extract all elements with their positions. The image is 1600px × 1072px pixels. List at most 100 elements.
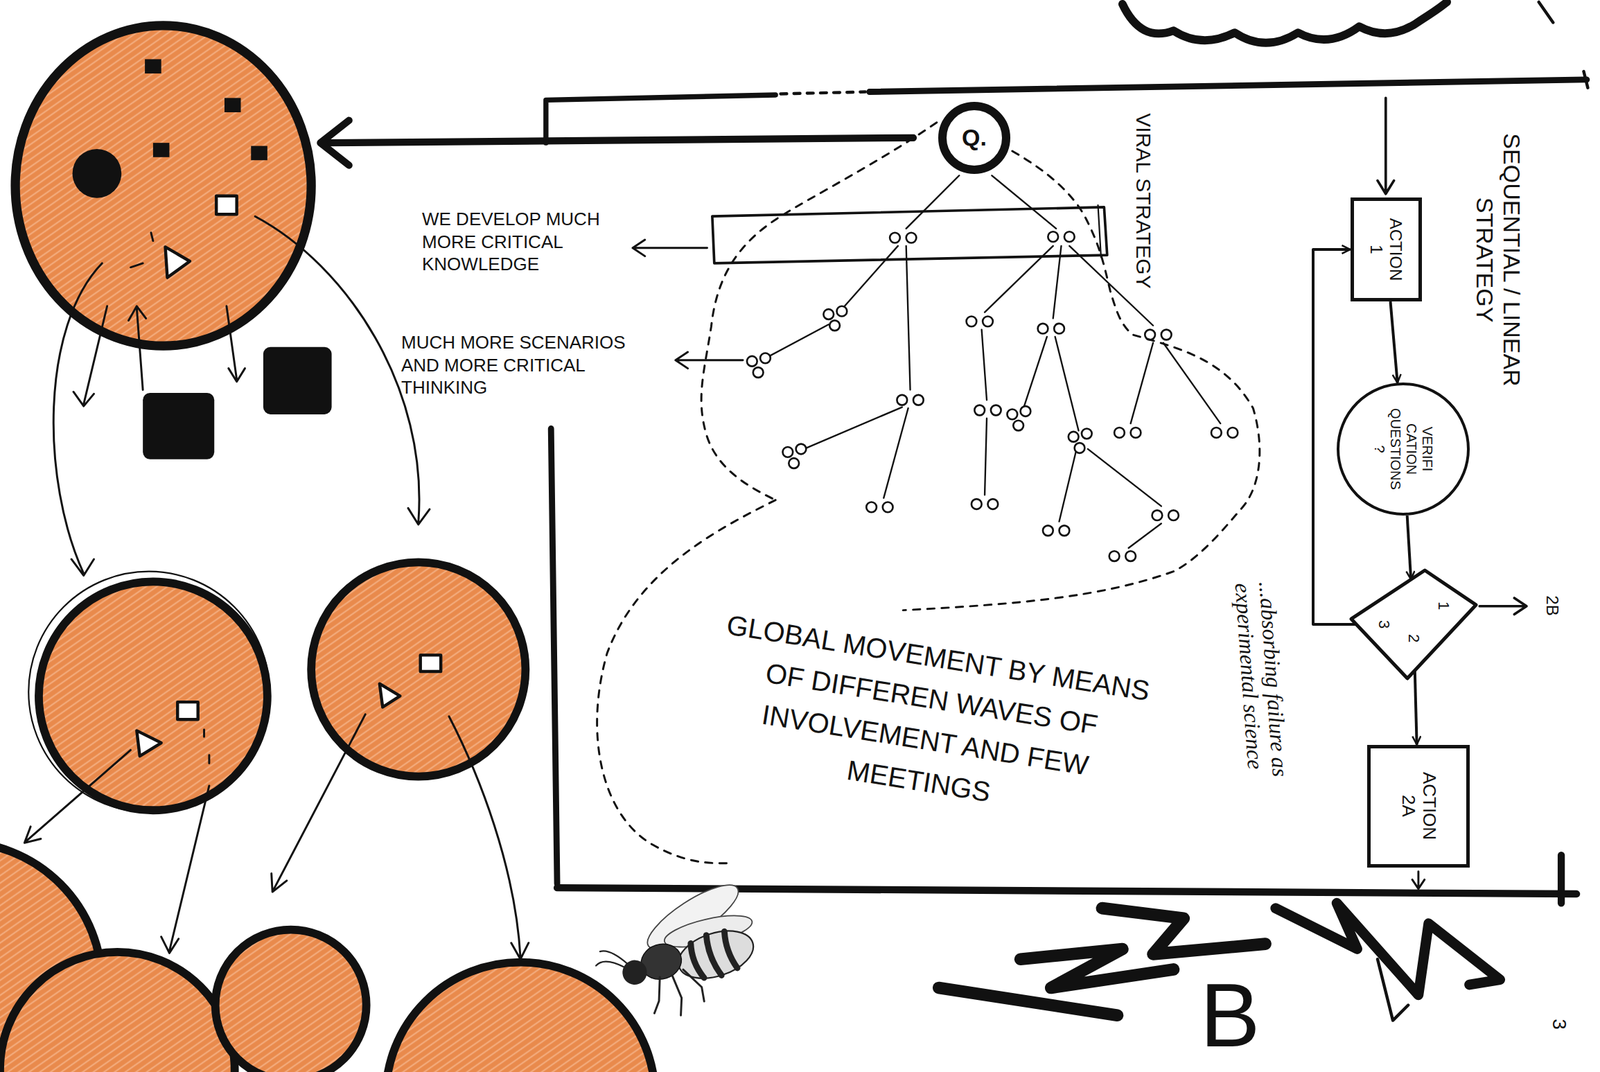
zigzag-scribble: [938, 987, 1118, 1016]
spread-arrow: [24, 749, 131, 843]
big-cell: [15, 25, 312, 346]
cell: [38, 581, 268, 811]
sketch-dash: [1539, 2, 1554, 23]
cell: [0, 952, 235, 1072]
question-circle: Q.: [938, 101, 1011, 174]
open-triangle: [165, 246, 190, 278]
node-text: Q.: [961, 124, 987, 152]
branch-number: 1: [1435, 601, 1453, 610]
open-square: [216, 196, 237, 215]
spread-arrow: [271, 714, 366, 892]
member-pair: [1038, 323, 1065, 334]
member-triple: [1068, 428, 1093, 453]
action-box: ACTION 2A: [1367, 744, 1470, 868]
feedback-line: [324, 137, 914, 143]
black-dot: [72, 148, 122, 199]
entry-arrow: [1377, 97, 1395, 194]
member-pair: [1114, 427, 1141, 438]
spread-envelope: [701, 122, 937, 501]
zigzag-scribble: [1377, 959, 1409, 1021]
verification-circle: VERIFI CATION QUESTIONS ?: [1336, 382, 1470, 516]
cell-sketch-ring: [28, 571, 270, 813]
diamond-outline: [1351, 570, 1476, 679]
movement-note: GLOBAL MOVEMENT BY MEANS OF DIFFEREN WAV…: [696, 602, 1161, 836]
action-box: ACTION 1: [1350, 197, 1422, 302]
node-text: VERIFI CATION QUESTIONS ?: [1371, 408, 1436, 490]
member-pair: [889, 232, 917, 244]
cloud-scribble: [1122, 2, 1447, 43]
member-pair: [1152, 510, 1179, 521]
frame-top-line: [869, 79, 1587, 93]
sketch-dash: [204, 729, 210, 764]
flow-arrow: [1414, 670, 1418, 745]
zigzag-scribble: [1101, 908, 1266, 955]
leader-arrow: [675, 352, 743, 369]
frame-left-line: [550, 428, 558, 884]
node-text: ACTION 2A: [1397, 771, 1440, 840]
member-triple: [1006, 406, 1031, 431]
branch-label: 2B: [1541, 595, 1563, 616]
circle-outline: [1338, 383, 1469, 515]
exchange-arrow: [73, 306, 108, 407]
leader-arrow: [632, 239, 707, 257]
black-square-mark: [153, 142, 170, 158]
exchange-arrow: [226, 306, 246, 382]
bee-illustration: [582, 871, 775, 1036]
member-triple: [782, 444, 806, 469]
member-triple: [746, 353, 771, 378]
handwritten-note: ...absorbing failure as experimental sci…: [1229, 580, 1296, 820]
bee-stripes: [688, 929, 738, 982]
node-text: ACTION 1: [1366, 218, 1405, 282]
zigzag-scribble: [1275, 902, 1501, 996]
decision-diamond: 1 2 3: [1351, 570, 1476, 679]
diamond-outline: [1351, 570, 1476, 679]
member-pair: [974, 405, 1001, 416]
member-pair: [1047, 231, 1075, 242]
circle-outline: [942, 106, 1007, 170]
black-square-mark: [250, 146, 268, 161]
member-pair: [1109, 550, 1136, 562]
arrow-head: [320, 120, 349, 166]
member-pair: [966, 316, 993, 328]
black-block: [142, 392, 215, 460]
frame-dashes: [780, 92, 866, 95]
cell: [385, 962, 656, 1072]
open-triangle: [136, 730, 161, 756]
member-pair: [1144, 329, 1172, 341]
member-pair: [971, 498, 998, 510]
strategy-label: VIRAL STRATEGY: [1130, 112, 1157, 289]
flow-arrow: [1390, 301, 1398, 383]
note-text: WE DEVELOP MUCH MORE CRITICAL KNOWLEDGE: [422, 207, 623, 276]
bee-legs: [644, 965, 709, 1023]
sketch-dash: [130, 232, 153, 268]
cell: [215, 929, 367, 1072]
branch-number: 3: [1374, 620, 1393, 629]
open-square: [420, 654, 441, 672]
member-triple: [823, 306, 847, 331]
spread-arrow: [449, 716, 529, 960]
member-pair: [1211, 427, 1238, 438]
branch-number: 2: [1404, 634, 1422, 643]
frame-tick: [1583, 71, 1588, 89]
branch-arrow: [1479, 598, 1527, 615]
flow-arrow: [1407, 515, 1411, 580]
black-block: [263, 347, 332, 415]
open-triangle: [379, 683, 400, 708]
black-square-mark: [224, 97, 242, 113]
note-text: MUCH MORE SCENARIOS AND MORE CRITICAL TH…: [401, 331, 665, 400]
letter-mark: B: [1200, 970, 1261, 1061]
strategy-label: SEQUENTIAL / LINEAR STRATEGY: [1471, 103, 1526, 416]
spread-arrow: [53, 263, 102, 576]
spread-arrow: [161, 785, 210, 954]
spread-envelope: [902, 151, 1260, 611]
exchange-arrow: [128, 306, 147, 391]
open-square: [177, 701, 198, 720]
bee-antenna: [592, 944, 629, 975]
page-number: 3: [1547, 1018, 1572, 1030]
member-pair: [896, 394, 923, 406]
cell: [311, 561, 526, 777]
frame-bracket: [546, 94, 776, 143]
